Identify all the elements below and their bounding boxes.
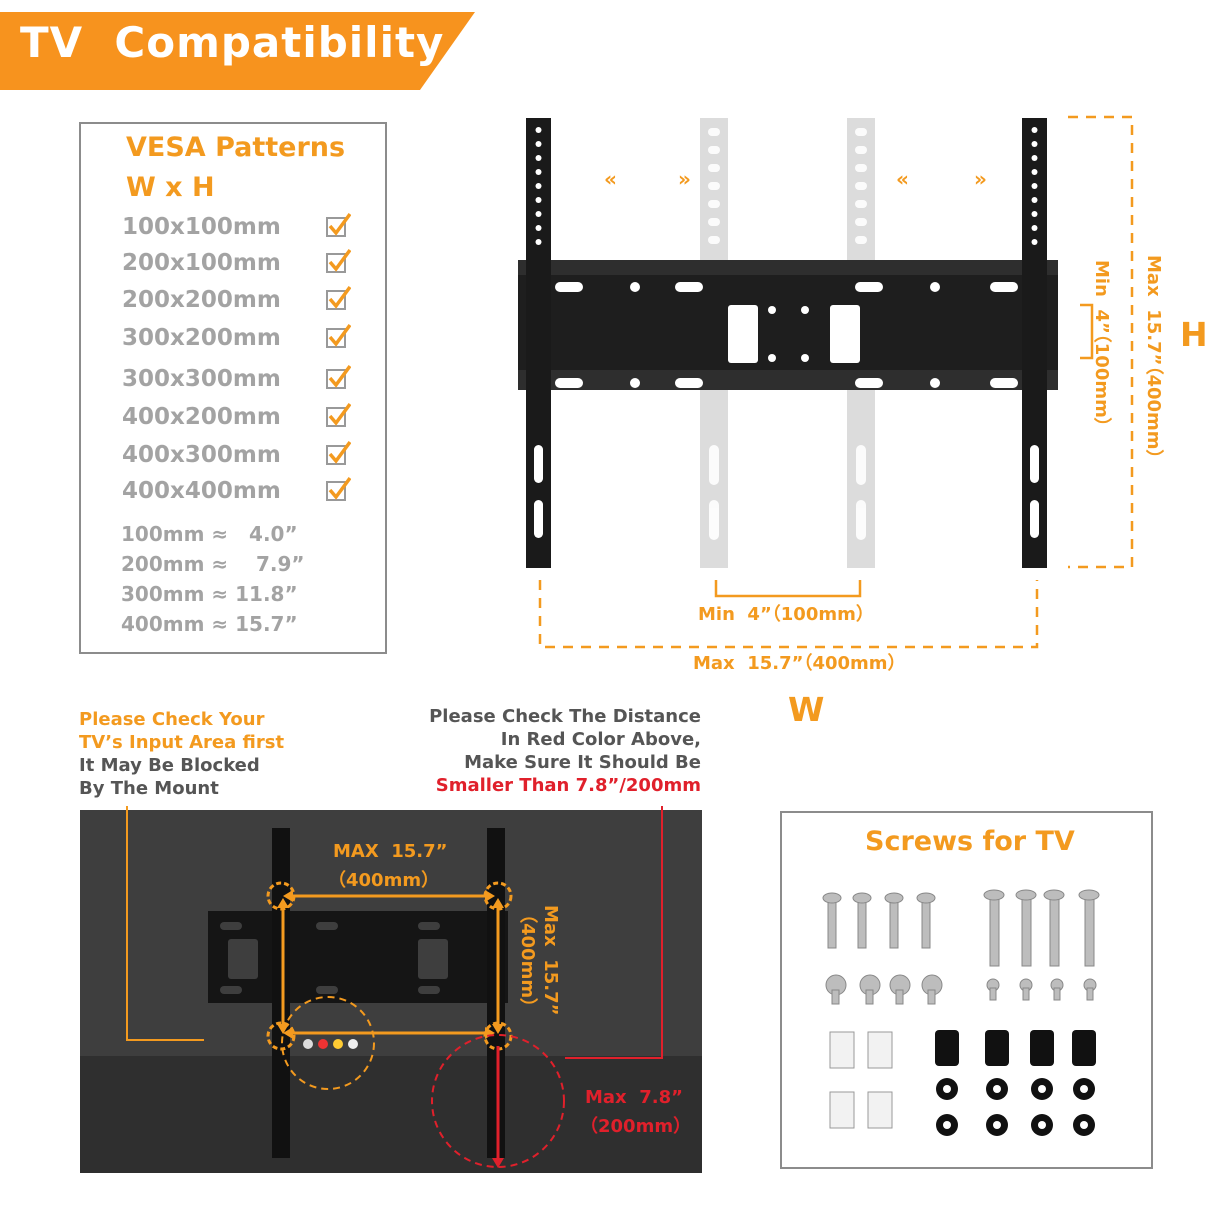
pattern-item: 400x400mm — [122, 478, 281, 504]
vesa-title: VESA Patterns — [126, 132, 346, 163]
note-line: Please Check Your — [79, 709, 265, 730]
pattern-item: 400x300mm — [122, 442, 281, 468]
page-title: TV Compatibility — [20, 18, 445, 67]
pattern-item: 200x200mm — [122, 287, 281, 313]
width-min-label: Min 4”（100mm） — [698, 604, 874, 625]
distance-note: Please Check The Distance In Red Color A… — [420, 705, 701, 797]
conversion-item: 200mm ≈ 7.9” — [121, 552, 305, 576]
svg-text:«: « — [604, 167, 617, 191]
height-max-label: Max 15.7”（400mm） — [1143, 255, 1164, 468]
checkmark-icon — [326, 364, 351, 389]
pattern-item: 200x100mm — [122, 250, 281, 276]
tv-max-distance-mm: （200mm） — [580, 1116, 692, 1137]
conversion-item: 300mm ≈ 11.8” — [121, 582, 298, 606]
tv-mount-diagram — [80, 806, 702, 1173]
tv-max-width-label: MAX 15.7” — [333, 841, 448, 862]
pattern-item: 400x200mm — [122, 404, 281, 430]
checkmark-icon — [326, 285, 351, 310]
h-letter: H — [1180, 315, 1208, 354]
checkmark-icon — [326, 212, 351, 237]
width-max-label: Max 15.7”（400mm） — [693, 653, 906, 674]
svg-text:«: « — [896, 167, 909, 191]
pattern-item: 300x200mm — [122, 325, 281, 351]
checkmark-icon — [326, 476, 351, 501]
vesa-subtitle: W x H — [126, 172, 215, 203]
w-letter: W — [788, 690, 825, 729]
screws-panel — [780, 811, 1153, 1169]
tv-max-distance-label: Max 7.8” — [585, 1087, 683, 1108]
note-line: Make Sure It Should Be — [464, 752, 701, 773]
pattern-item: 300x300mm — [122, 366, 281, 392]
input-area-note: Please Check Your TV’s Input Area first … — [79, 708, 284, 800]
conversion-item: 400mm ≈ 15.7” — [121, 612, 298, 636]
conversion-item: 100mm ≈ 4.0” — [121, 522, 298, 546]
mount-diagram: « » « » — [518, 115, 1134, 649]
tv-max-height-mm: （400mm） — [517, 905, 538, 1017]
height-min-label: Min 4”（100mm） — [1091, 260, 1112, 436]
title-banner — [0, 12, 475, 90]
note-line: By The Mount — [79, 778, 219, 799]
svg-text:»: » — [678, 167, 691, 191]
screws-image — [822, 889, 1100, 1136]
checkmark-icon — [326, 440, 351, 465]
vesa-patterns-panel — [79, 122, 387, 654]
tv-max-width-mm: （400mm） — [328, 870, 440, 891]
note-line: It May Be Blocked — [79, 755, 260, 776]
note-line: Please Check The Distance — [429, 706, 701, 727]
tv-max-height-label: Max 15.7” — [540, 905, 561, 1016]
note-line-red: Smaller Than 7.8”/200mm — [435, 775, 701, 796]
checkmark-icon — [326, 402, 351, 427]
svg-text:»: » — [974, 167, 987, 191]
checkmark-icon — [326, 323, 351, 348]
note-line: TV’s Input Area first — [79, 732, 285, 753]
screws-title: Screws for TV — [865, 826, 1075, 857]
checkmark-icon — [326, 248, 351, 273]
pattern-item: 100x100mm — [122, 214, 281, 240]
note-line: In Red Color Above, — [500, 729, 701, 750]
